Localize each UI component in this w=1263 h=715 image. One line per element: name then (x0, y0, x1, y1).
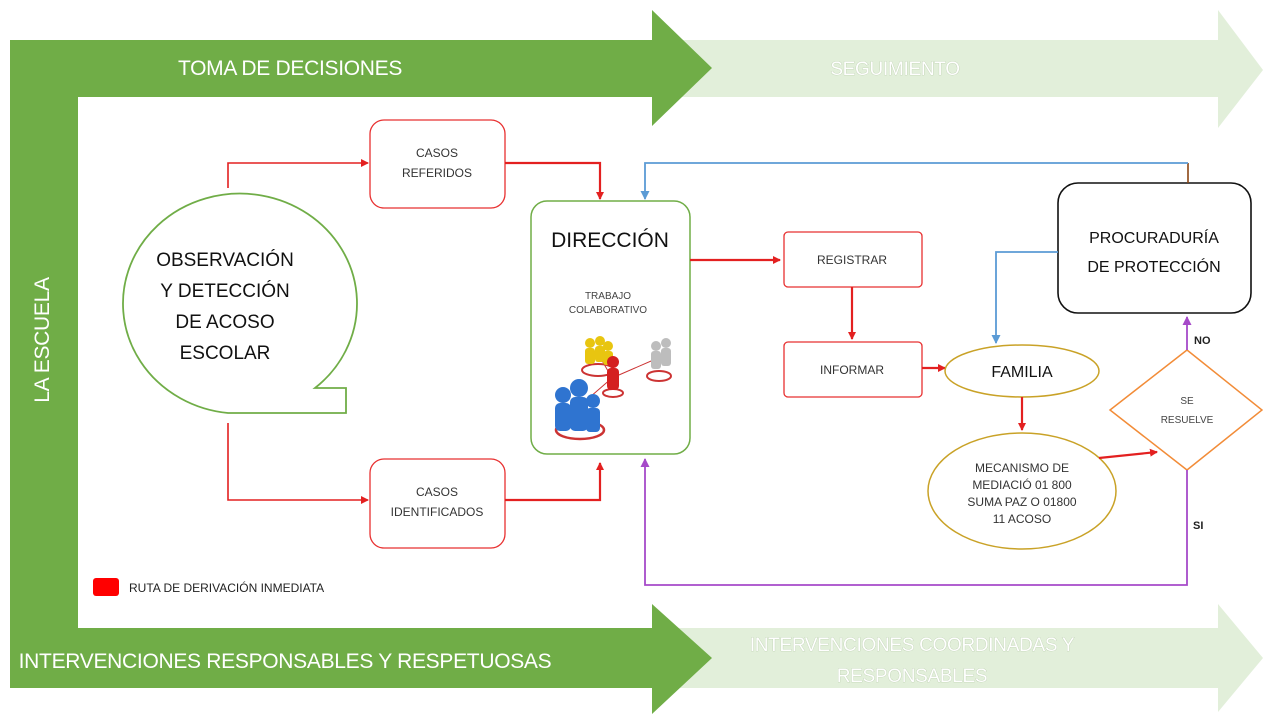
arrow-procuraduria-direccion (640, 162, 1188, 200)
casos-referidos-node: CASOS REFERIDOS (369, 119, 506, 209)
se-resuelve-node: SE RESUELVE (1108, 349, 1263, 471)
casos-referidos-line-1: CASOS (416, 146, 458, 160)
observacion-line-4: ESCOLAR (180, 343, 271, 364)
observacion-line-1: OBSERVACIÓN (156, 249, 294, 271)
direccion-title: DIRECCIÓN (551, 229, 669, 252)
observacion-line-2: Y DETECCIÓN (160, 280, 290, 302)
intervenciones-coordinadas-label-1: INTERVENCIONES COORDINADAS Y (750, 635, 1075, 656)
seguimiento-label: SEGUIMIENTO (830, 59, 959, 80)
casos-identificados-line-2: IDENTIFICADOS (391, 505, 484, 519)
casos-identificados-line-1: CASOS (416, 485, 458, 499)
casos-identificados-node: CASOS IDENTIFICADOS (369, 458, 506, 549)
mecanismo-line-3: SUMA PAZ O 01800 (967, 495, 1076, 509)
intervenciones-responsables-label: INTERVENCIONES RESPONSABLES Y RESPETUOSA… (19, 650, 552, 673)
registrar-node: REGISTRAR (783, 231, 923, 288)
intervenciones-coordinadas-band (650, 604, 1263, 712)
informar-node: INFORMAR (783, 341, 923, 398)
decision-line-2: RESUELVE (1161, 415, 1214, 426)
registrar-label: REGISTRAR (817, 253, 887, 267)
arrow-obs-identificados (227, 423, 369, 504)
arrow-referidos-direccion (505, 161, 604, 200)
direccion-sub-1: TRABAJO (585, 291, 631, 302)
familia-label: FAMILIA (991, 364, 1053, 381)
observacion-node: OBSERVACIÓN Y DETECCIÓN DE ACOSO ESCOLAR (122, 192, 358, 414)
seguimiento-band (650, 10, 1263, 128)
decision-line-1: SE (1180, 396, 1194, 407)
mecanismo-line-2: MEDIACIÓ 01 800 (972, 477, 1072, 492)
arrow-mecanismo-decision (1098, 448, 1158, 460)
procuraduria-line-2: DE PROTECCIÓN (1087, 257, 1220, 276)
direccion-sub-2: COLABORATIVO (569, 305, 647, 316)
informar-label: INFORMAR (820, 363, 884, 377)
direccion-node: DIRECCIÓN TRABAJO COLABORATIVO (530, 200, 691, 455)
arrow-si-direccion (640, 458, 1188, 586)
toma-decisiones-label: TOMA DE DECISIONES (178, 57, 402, 80)
la-escuela-band (10, 10, 712, 714)
familia-node: FAMILIA (944, 344, 1100, 398)
collaboration-people-icon (554, 336, 672, 441)
legend-label: RUTA DE DERIVACIÓN INMEDIATA (129, 580, 324, 595)
legend-swatch (93, 578, 119, 596)
observacion-line-3: DE ACOSO (175, 312, 274, 333)
la-escuela-label: LA ESCUELA (31, 277, 54, 403)
procuraduria-node: PROCURADURÍA DE PROTECCIÓN (1057, 182, 1252, 314)
arrow-procuraduria-familia (991, 251, 1058, 344)
legend: RUTA DE DERIVACIÓN INMEDIATA (93, 578, 324, 596)
mecanismo-line-1: MECANISMO DE (975, 461, 1069, 475)
casos-referidos-line-2: REFERIDOS (402, 166, 472, 180)
si-label: SI (1193, 520, 1203, 532)
mecanismo-node: MECANISMO DE MEDIACIÓ 01 800 SUMA PAZ O … (927, 432, 1117, 550)
arrow-identificados-direccion (505, 462, 604, 502)
mecanismo-line-4: 11 ACOSO (993, 512, 1051, 526)
arrow-obs-referidos (227, 159, 369, 188)
intervenciones-coordinadas-label-2: RESPONSABLES (837, 666, 988, 687)
no-label: NO (1194, 335, 1211, 347)
procuraduria-line-1: PROCURADURÍA (1089, 228, 1219, 247)
